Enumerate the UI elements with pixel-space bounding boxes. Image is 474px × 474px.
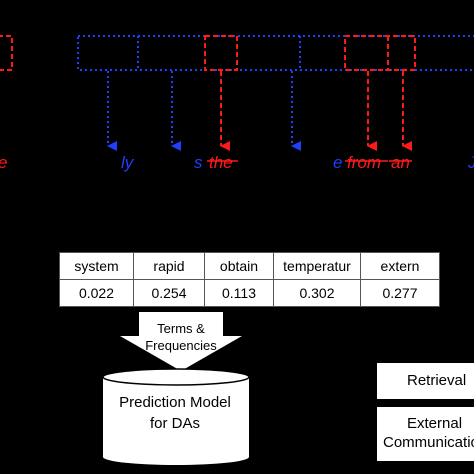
token-word: J <box>467 153 474 172</box>
frequency-cell: 0.113 <box>204 279 274 307</box>
term-cell: system <box>59 252 134 280</box>
term-cell: obtain <box>204 252 274 280</box>
prediction-model-label: Prediction Model for DAs <box>104 392 246 434</box>
term-cell: rapid <box>133 252 205 280</box>
table-row-terms: system rapid obtain temperatur extern <box>59 252 440 280</box>
segment-box-red-left <box>0 35 13 71</box>
token-word: e <box>333 153 342 172</box>
retrieval-label: Retrieval <box>407 372 467 389</box>
external-communication-box: External Communicatio <box>377 407 474 461</box>
token-word: e <box>0 153 7 172</box>
frequency-cell: 0.022 <box>59 279 134 307</box>
external-label: External <box>407 415 463 432</box>
communication-label: Communicatio <box>383 434 474 451</box>
term-cell: extern <box>360 252 440 280</box>
segment-box-red <box>344 35 416 71</box>
model-label-line: Prediction Model <box>119 394 231 411</box>
token-word: the <box>209 153 233 172</box>
frequency-cell: 0.254 <box>133 279 205 307</box>
term-frequency-table: system rapid obtain temperatur extern 0.… <box>59 252 440 307</box>
token-word: ly <box>121 153 135 172</box>
flow-label-line: Terms & <box>157 321 205 336</box>
frequency-cell: 0.277 <box>360 279 440 307</box>
token-row-blue-dotted <box>77 35 474 71</box>
segment-box-red <box>204 35 238 71</box>
flow-arrow <box>120 312 242 371</box>
flow-arrow-label: Terms & Frequencies <box>140 320 222 354</box>
token-word: from <box>347 153 381 172</box>
retrieval-box: Retrieval <box>377 363 474 399</box>
term-cell: temperatur <box>273 252 361 280</box>
prediction-model-cylinder <box>102 368 250 465</box>
table-row-frequencies: 0.022 0.254 0.113 0.302 0.277 <box>59 279 440 307</box>
frequency-cell: 0.302 <box>273 279 361 307</box>
model-label-line: for DAs <box>149 415 200 432</box>
token-word: s <box>194 153 203 172</box>
flow-label-line: Frequencies <box>145 338 217 353</box>
token-word: an <box>391 153 410 172</box>
